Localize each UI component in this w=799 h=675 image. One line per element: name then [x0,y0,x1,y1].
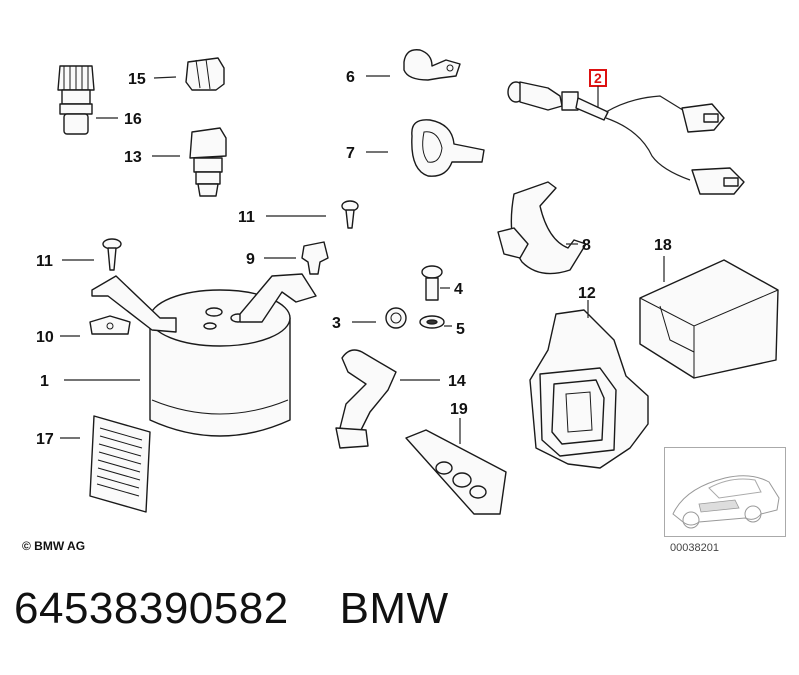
callout-2: 2 [594,70,602,86]
car-silhouette-icon [672,475,780,529]
callout-4: 4 [454,281,463,298]
part-6-clamp [403,49,461,81]
part-5-grommet [419,315,445,329]
part-14-hose [335,349,397,449]
part-11-screw-upper [341,200,359,229]
copyright-text: © BMW AG [22,539,86,553]
callout-12: 12 [578,285,596,302]
part-7-band-clamp [411,119,485,177]
callout-10: 10 [36,329,54,346]
diagram-reference-id: 00038201 [670,542,719,554]
callout-11-upper: 11 [238,209,255,226]
vehicle-thumbnail [664,447,786,537]
callout-15: 15 [128,71,146,88]
callout-6: 6 [346,69,355,86]
part-1-drier [91,273,317,437]
callout-17: 17 [36,431,54,448]
part-16-valve [57,65,95,135]
callout-14: 14 [448,373,466,390]
part-8-holder [497,181,587,275]
callout-18: 18 [654,237,672,254]
part-18-package [639,259,779,379]
part-15-cap [185,57,225,91]
part-10-bracket [89,315,131,335]
callout-1: 1 [40,373,49,390]
part-number-caption: 64538390582 BMW [14,584,449,633]
part-19-panel [405,429,507,515]
callout-11-left: 11 [36,253,53,270]
callout-16: 16 [124,111,142,128]
part-12-housing [529,309,649,469]
part-3-o-ring [385,307,407,329]
part-2-sensor-harness [507,81,745,195]
callout-5: 5 [456,321,465,338]
part-4-screw [421,265,443,301]
callout-7: 7 [346,145,355,162]
part-11-screw-left [102,238,122,271]
callout-8: 8 [582,237,591,254]
part-17-instruction-sheet [89,415,151,513]
callout-19: 19 [450,401,468,418]
callout-13: 13 [124,149,142,166]
part-9-clip [301,241,329,275]
callout-3: 3 [332,315,341,332]
callout-9: 9 [246,251,255,268]
part-13-pressure-switch [189,127,227,197]
